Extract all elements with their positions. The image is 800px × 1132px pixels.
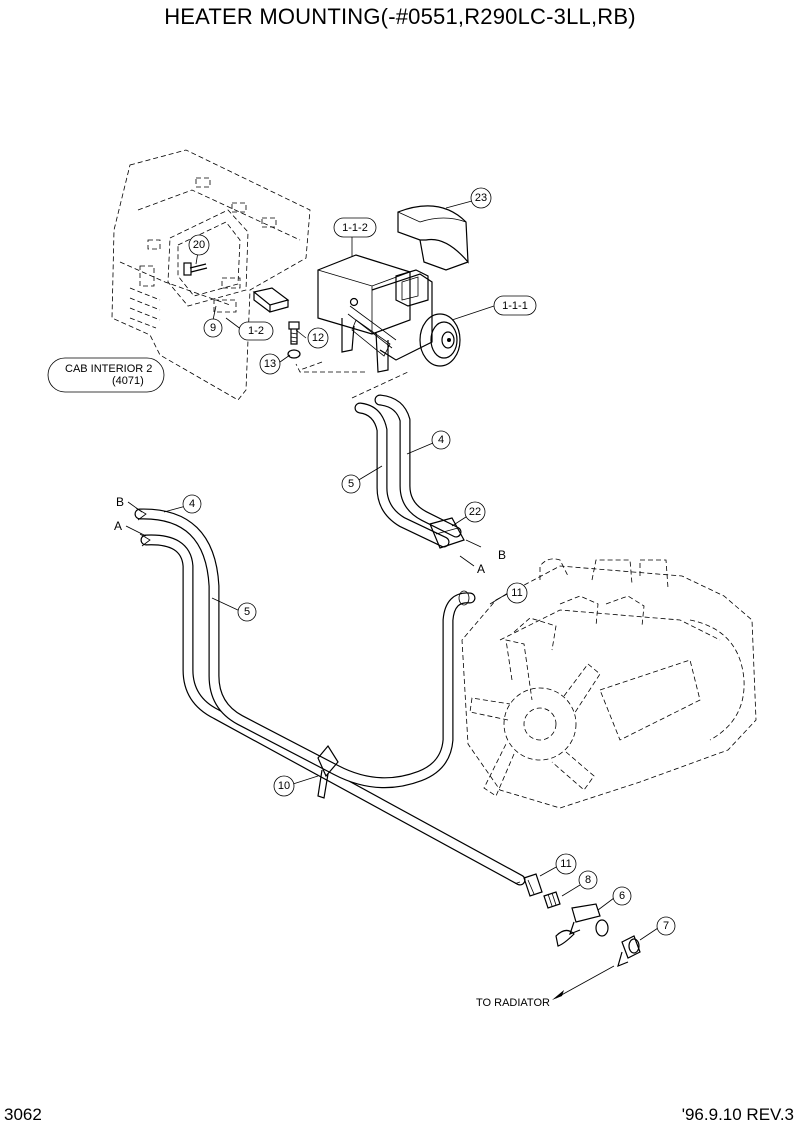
callout-9[interactable]: 9 xyxy=(203,318,223,338)
callout-5-lower[interactable]: 5 xyxy=(237,602,257,622)
callout-13-text: 13 xyxy=(264,358,276,370)
bolt-12 xyxy=(288,321,300,345)
callout-7-text: 7 xyxy=(663,920,669,932)
cab-panel xyxy=(111,149,311,401)
page-title: HEATER MOUNTING(-#0551,R290LC-3LL,RB) xyxy=(164,4,636,29)
callout-5-lower-text: 5 xyxy=(244,606,250,618)
callout-1-1-1[interactable]: 1-1-1 xyxy=(493,295,537,316)
callout-6-text: 6 xyxy=(619,890,625,902)
callout-1-1-1-text: 1-1-1 xyxy=(502,300,528,312)
callout-1-1-2[interactable]: 1-1-2 xyxy=(333,217,377,238)
callout-12-text: 12 xyxy=(312,332,324,344)
elbow-7 xyxy=(617,935,641,968)
pipe-label-b-top: B xyxy=(116,495,124,509)
reference-box[interactable]: CAB INTERIOR 2 (4071) xyxy=(47,357,165,393)
fitting-8 xyxy=(543,891,561,909)
callout-4-upper-text: 4 xyxy=(438,434,444,446)
callout-4-lower[interactable]: 4 xyxy=(182,494,202,514)
callout-5-upper-text: 5 xyxy=(348,478,354,490)
callout-6[interactable]: 6 xyxy=(612,886,632,906)
reference-box-line2: (4071) xyxy=(112,375,144,387)
washer-13 xyxy=(287,349,301,359)
heater-unit xyxy=(317,254,461,373)
callout-22[interactable]: 22 xyxy=(464,501,486,523)
reference-box-line1: CAB INTERIOR 2 xyxy=(65,363,152,375)
callout-5-upper[interactable]: 5 xyxy=(341,474,361,494)
callout-11-lower-text: 11 xyxy=(560,858,571,870)
callout-11-upper[interactable]: 11 xyxy=(506,582,528,604)
page-number: 3062 xyxy=(4,1105,42,1124)
callout-20[interactable]: 20 xyxy=(188,234,210,256)
callout-8-text: 8 xyxy=(585,874,591,886)
cock-6 xyxy=(555,903,609,947)
pipe-label-a-mid: A xyxy=(477,562,485,576)
callout-10-text: 10 xyxy=(278,780,290,792)
bracket-1-2 xyxy=(252,287,290,313)
callout-12[interactable]: 12 xyxy=(307,327,329,349)
revision-label: '96.9.10 REV.3 xyxy=(681,1105,794,1124)
fitting-11-lower xyxy=(523,873,543,897)
cable-tie-10 xyxy=(317,744,339,799)
screw-20 xyxy=(183,262,208,276)
to-radiator-label: TO RADIATOR xyxy=(476,997,550,1009)
hoses xyxy=(134,394,526,886)
callout-11-lower[interactable]: 11 xyxy=(555,853,577,875)
callout-22-text: 22 xyxy=(469,506,481,518)
callout-11-upper-text: 11 xyxy=(511,587,522,599)
duct-23 xyxy=(397,205,469,271)
callout-1-2-text: 1-2 xyxy=(248,325,264,337)
callout-8[interactable]: 8 xyxy=(578,870,598,890)
callout-7[interactable]: 7 xyxy=(656,916,676,936)
callout-1-2[interactable]: 1-2 xyxy=(238,321,274,341)
callout-4-upper[interactable]: 4 xyxy=(431,430,451,450)
callout-23[interactable]: 23 xyxy=(470,187,492,209)
callout-10[interactable]: 10 xyxy=(273,775,295,797)
callout-4-lower-text: 4 xyxy=(189,498,195,510)
callout-23-text: 23 xyxy=(475,192,487,204)
engine xyxy=(461,558,757,809)
callout-1-1-2-text: 1-1-2 xyxy=(342,222,368,234)
pipe-label-b-mid: B xyxy=(498,548,506,562)
clamp-22 xyxy=(429,517,465,549)
callout-20-text: 20 xyxy=(193,239,205,251)
callout-9-text: 9 xyxy=(210,322,216,334)
callout-13[interactable]: 13 xyxy=(259,353,281,375)
pipe-label-a-top: A xyxy=(114,519,122,533)
